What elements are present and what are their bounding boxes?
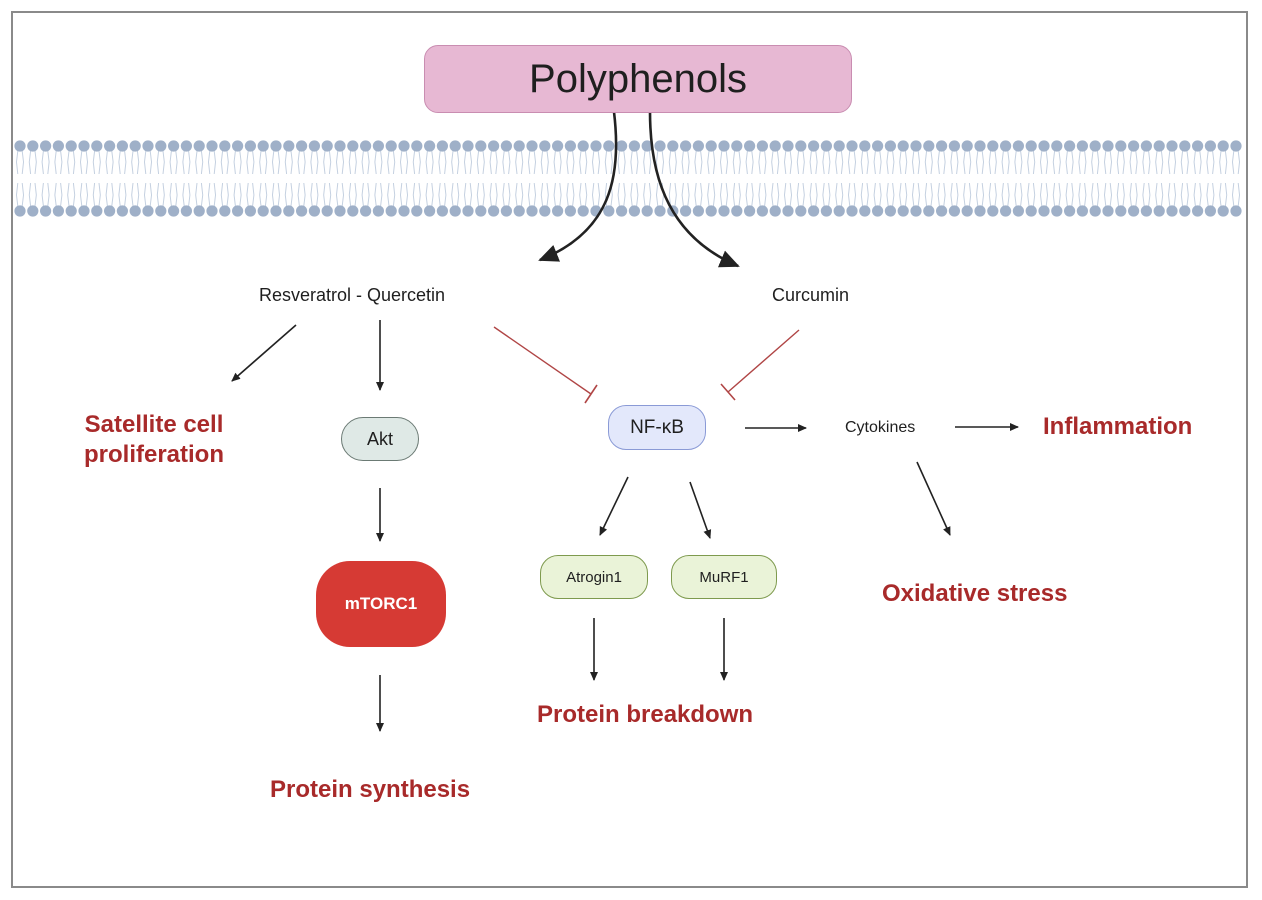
cytokines-label: Cytokines <box>845 419 916 436</box>
arrow-cytokines-to-oxidative <box>916 461 951 536</box>
arrow-polyphenols-to-curcumin <box>648 111 740 268</box>
arrow-polyphenols-to-resveratrol <box>538 111 618 262</box>
nfkb-label: NF-κB <box>630 416 684 438</box>
murf1-label: MuRF1 <box>699 568 749 586</box>
mtorc1-node: mTORC1 <box>316 561 446 647</box>
polyphenols-node: Polyphenols <box>424 45 852 113</box>
atrogin1-label: Atrogin1 <box>566 568 622 586</box>
curcumin-label: Curcumin <box>772 285 850 305</box>
arrow-nfkb-to-murf1 <box>689 481 712 539</box>
inhibition-curcumin-nfkb <box>720 329 800 401</box>
outcome-satellite-cell-proliferation: Satellite cell proliferation <box>83 411 224 468</box>
outcome-protein-synthesis: Protein synthesis <box>270 776 471 803</box>
mtorc1-label: mTORC1 <box>344 594 418 613</box>
arrow-nfkb-to-atrogin1 <box>599 476 629 536</box>
nfkb-node: NF-κB <box>608 405 706 450</box>
resveratrol-quercetin-label: Resveratrol - Quercetin <box>259 285 446 305</box>
outcome-protein-breakdown: Protein breakdown <box>537 701 754 728</box>
arrow-to-satellite <box>231 324 297 382</box>
akt-node: Akt <box>341 417 419 461</box>
outcome-inflammation: Inflammation <box>1043 413 1193 440</box>
cell-membrane <box>14 140 1242 217</box>
outcome-oxidative-stress: Oxidative stress <box>882 580 1068 607</box>
atrogin1-node: Atrogin1 <box>540 555 648 599</box>
akt-label: Akt <box>366 428 393 449</box>
inhibition-resveratrol-nfkb <box>493 326 598 404</box>
murf1-node: MuRF1 <box>671 555 777 599</box>
polyphenols-label: Polyphenols <box>529 56 747 101</box>
